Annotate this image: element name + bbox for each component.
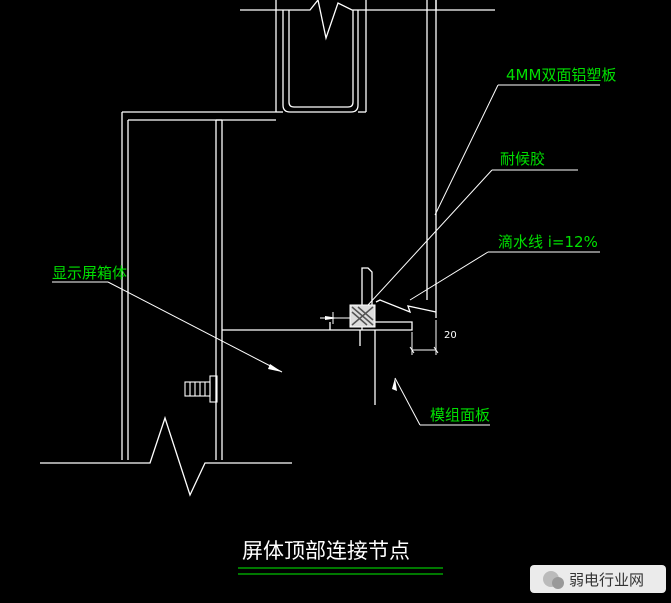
sealant-block	[320, 304, 376, 328]
label-aluminum-panel: 4MM双面铝塑板	[506, 66, 616, 84]
bottom-base	[40, 415, 292, 497]
left-frame	[121, 111, 413, 460]
label-drip-line: 滴水线 i=12%	[498, 233, 598, 251]
dimension-text: 20	[444, 330, 457, 341]
aluminum-panel-profile	[365, 0, 437, 318]
leader-lines	[52, 84, 600, 426]
bolt-icon	[184, 375, 218, 403]
watermark-text: 弱电行业网	[569, 571, 644, 589]
drawing-title: 屏体顶部连接节点	[242, 539, 410, 563]
watermark: 弱电行业网	[530, 565, 666, 593]
top-wall-section	[240, 0, 495, 113]
label-display-box: 显示屏箱体	[52, 264, 127, 282]
label-sealant: 耐候胶	[500, 150, 545, 168]
label-module-panel: 模组面板	[430, 406, 490, 424]
leader-arrows	[268, 364, 397, 391]
dimension-marker	[409, 320, 439, 355]
